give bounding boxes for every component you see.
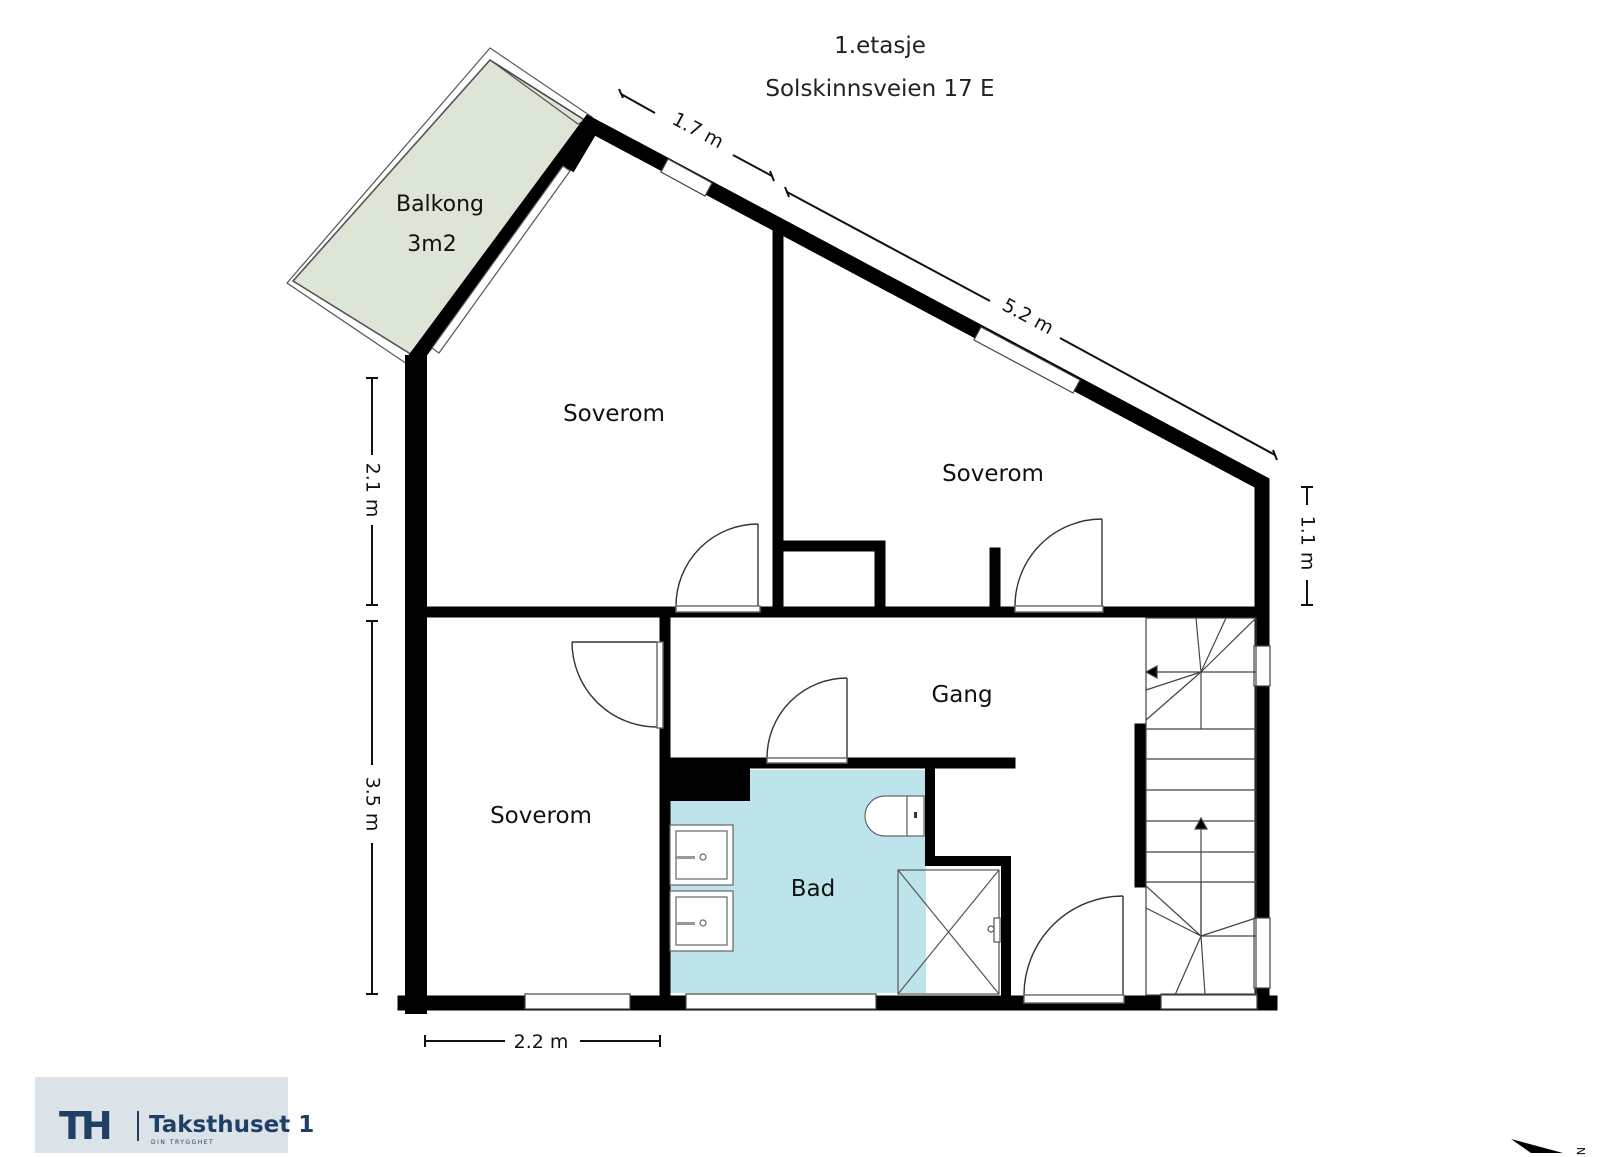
windows [524,158,1271,1010]
dimension-left-upper: 2.1 m [362,463,384,518]
room-label-bedroom-top-left: Soverom [563,401,665,427]
dimension-bottom: 2.2 m [514,1031,569,1053]
balcony-door [431,165,571,354]
logo-tagline: DIN TRYGGHET [151,1139,214,1146]
north-arrow-icon [1511,1139,1563,1153]
door-bedroom-top-left [675,523,761,613]
wall-bathroom-block [665,763,750,801]
bathroom-fixtures [669,795,1001,995]
wall-corner-nw [560,119,601,173]
compass: N [1511,1139,1587,1155]
logo-name: Taksthuset 1 [149,1112,314,1138]
dimension-top-short: 1.7 m [668,108,727,153]
company-logo: TH Taksthuset 1 DIN TRYGGHET [35,1077,314,1153]
door-bedroom-bottom-left [571,641,664,729]
room-label-hallway: Gang [931,682,992,708]
room-label-bathroom: Bad [791,876,835,902]
door-bedroom-top-right [1014,518,1104,613]
room-area-balcony: 3m2 [407,232,456,257]
room-label-bedroom-top-right: Soverom [942,461,1044,487]
wall-bathroom-east [925,758,1011,1008]
toilet [864,795,908,837]
dimension-top-long: 5.2 m [998,294,1057,339]
wall-closet [772,540,886,618]
room-label-bedroom-bottom-left: Soverom [490,803,592,829]
staircase [1144,617,1257,996]
doors [571,518,1125,1004]
floor-title: 1.etasje [834,33,926,59]
address-title: Solskinnsveien 17 E [765,76,995,102]
dimension-right: 1.1 m [1297,516,1319,571]
dimension-left-lower: 3.5 m [362,777,384,832]
logo-mark: TH [59,1104,110,1148]
room-label-balcony: Balkong [396,192,484,217]
door-entrance [1023,895,1125,1004]
dimension-lines [366,88,1313,1047]
door-bathroom [766,677,848,764]
compass-letter: N [1574,1147,1587,1155]
